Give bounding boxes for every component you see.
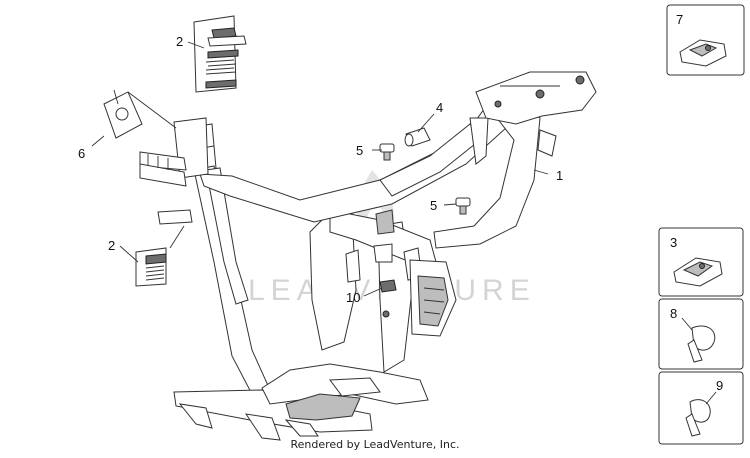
callout-headset-lower: 2 xyxy=(108,238,115,253)
leader-lines xyxy=(91,41,549,297)
nut-part-10 xyxy=(379,279,397,293)
bolt-lower xyxy=(455,197,471,215)
callout-bolt-lower: 5 xyxy=(430,198,437,213)
side-box-8: 8 xyxy=(658,298,744,370)
side-box-7-number: 7 xyxy=(676,12,683,27)
headset-upper-kit xyxy=(193,15,247,93)
callout-labels: 1 2 2 4 5 5 6 10 xyxy=(78,34,563,305)
callout-bush: 4 xyxy=(436,100,443,115)
callout-frame: 1 xyxy=(556,168,563,183)
headset-lower-kit xyxy=(135,209,193,287)
render-credit: Rendered by LeadVenture, Inc. xyxy=(290,438,460,451)
side-box-9: 9 xyxy=(658,371,744,445)
side-box-3: 3 xyxy=(658,227,744,297)
callout-bolt-upper: 5 xyxy=(356,143,363,158)
callout-nut: 10 xyxy=(346,290,360,305)
steering-stem xyxy=(139,117,209,187)
side-box-9-number: 9 xyxy=(716,378,723,393)
bush-part-4 xyxy=(404,127,431,147)
callout-headset-upper: 2 xyxy=(176,34,183,49)
steering-plate xyxy=(103,89,143,139)
side-box-8-number: 8 xyxy=(670,306,677,321)
side-box-3-number: 3 xyxy=(670,235,677,250)
callout-steering-plate: 6 xyxy=(78,146,85,161)
bolt-upper xyxy=(379,143,395,161)
side-box-7: 7 xyxy=(666,4,745,76)
frame-drawing xyxy=(173,71,597,441)
